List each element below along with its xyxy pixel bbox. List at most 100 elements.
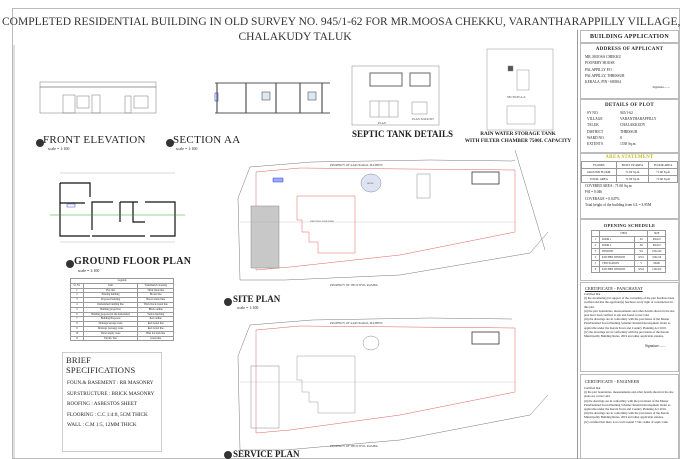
- section-aa-scale: scale = 1:100: [176, 146, 198, 151]
- plot-key: SY NO.: [587, 111, 599, 115]
- septic-tank-title: SEPTIC TANK DETAILS: [352, 129, 454, 139]
- spec-flooring: FLOORING : C.C 1:4:8, 5CM THICK: [67, 411, 148, 418]
- certificate-panchayat: CERTIFICATE - PANCHAYAT Certified that(i…: [580, 282, 679, 372]
- plot-detail-row: DISTRICT THRISSUR: [581, 129, 678, 135]
- area-cell: 71.60 Sq.m: [615, 175, 650, 183]
- certificate-text: (ii) the drawings are in conformity with…: [584, 398, 671, 412]
- rain-water-title-2: WITH FILTER CHAMBER 7500L CAPACITY: [464, 137, 572, 144]
- well-label: WELL: [367, 182, 374, 185]
- address-line: POONERY HOUSE: [585, 61, 615, 66]
- site-plan-scale: scale = 1:100: [237, 305, 259, 310]
- plot-value: CHALAKKUDY: [620, 123, 646, 128]
- plot-key: VILLAGE: [587, 117, 603, 122]
- certificate-engineer: CERTIFICATE - ENGINEER Certified that(i)…: [580, 374, 679, 459]
- certificate-text: (i) the document(s) in support of the ow…: [584, 296, 675, 309]
- plot-value: VARANTHARAPPILLY: [620, 117, 657, 122]
- certificate-text: (iv) certified that there is no well aro…: [584, 419, 669, 424]
- spec-superstructure: SUP.STRUCTURE : BRICK MASONRY: [67, 390, 155, 397]
- front-elevation-drawing: [39, 81, 157, 114]
- plot-title: DETAILS OF PLOT: [605, 103, 654, 108]
- title-line-1: COMPLETED RESIDENTIAL BUILDING IN OLD SU…: [2, 16, 680, 28]
- certificate-text: Certified that: [584, 386, 601, 390]
- drawings-canvas: PROPERTY OF AARUKARAL MATHEW PROPERTY OF…: [13, 45, 554, 459]
- fsi-value: FSI = 0.046: [585, 190, 603, 195]
- spec-roofing: ROOFING : ASBESTOS SHEET: [67, 401, 138, 407]
- plot-detail-row: SY NO. 945/1-62: [581, 110, 678, 116]
- opening-cell: KW2: [634, 266, 649, 273]
- panchayat-signature: Signature........: [645, 344, 666, 349]
- rain-water-title: RAIN WATER STORAGE TANK WITH FILTER CHAM…: [462, 131, 574, 144]
- certificate-text: (iv) the drawings are in conformity with…: [584, 329, 669, 339]
- address-signature: Signature........: [652, 85, 671, 90]
- plot-value: 8: [620, 135, 622, 140]
- certificate-text: (i) the plot boundaries, measurements an…: [584, 390, 674, 399]
- rain-water-tank-drawing: [486, 48, 554, 131]
- opening-cell: KITCHEN WINDOW: [598, 266, 636, 273]
- service-north-boundary-label: PROPERTY OF AARUKARAL MATHEW: [330, 321, 383, 325]
- ground-floor-plan-scale: scale = 1:100: [78, 268, 100, 273]
- plot-detail-row: EXTENTS 1538 Sq.m: [581, 141, 678, 147]
- area-header: BUILT UP AREA: [615, 161, 650, 169]
- septic-tank-drawing: [351, 65, 440, 126]
- certificate-text: Certified that: [584, 292, 601, 296]
- soak-pit-label: PLAN SOAK PIT: [412, 117, 434, 121]
- plot-detail-row: TALUK CHALAKKUDY: [581, 122, 678, 128]
- section-aa-title: SECTION AA: [173, 134, 241, 146]
- plot-key: DISTRICT: [587, 129, 604, 134]
- legend-cell: Building projected in the demolished: [82, 311, 139, 318]
- building-height: Total height of the building from GL = 3…: [585, 202, 652, 207]
- engineer-certificate-body: Certified that(i) the plot boundaries, m…: [581, 386, 678, 424]
- panel-heading: BUILDING APPLICATION: [589, 34, 670, 40]
- plot-key: TALUK: [587, 123, 599, 128]
- covered-area: COVERED AREA : 71.60 Sq.m: [585, 184, 632, 188]
- title-marker-icons: [36, 139, 232, 459]
- plot-value: 945/1-62: [620, 111, 633, 115]
- title-line-2: CHALAKUDY TALUK: [238, 31, 352, 43]
- area-title: AREA STATEMENT: [605, 155, 654, 160]
- spec-foundation: FOUN.& BASEMENT : RR MASONRY: [67, 380, 154, 386]
- plot-value: THRISSUR: [620, 129, 638, 134]
- engineer-certificate-title: CERTIFICATE - ENGINEER: [585, 379, 640, 384]
- certificate-text: (iii) the drawings are in conformity wit…: [584, 317, 671, 330]
- area-header: FLOORS: [581, 161, 617, 169]
- area-cell: TOTAL AREA: [581, 175, 617, 183]
- site-south-boundary-label: PROPERTY OF THOTTIYIL RAMBA: [330, 283, 379, 287]
- plot-value: 1538 Sq.m: [620, 142, 636, 147]
- plot-detail-row: WARD NO. 8: [581, 135, 678, 141]
- plot-key: EXTENTS: [587, 142, 603, 147]
- openings-title: OPENING SCHEDULE: [603, 223, 656, 228]
- site-plan-drawing: [237, 149, 549, 281]
- existing-building-label: EXISTING BUILDING: [310, 220, 334, 223]
- service-plan-drawing: [237, 317, 549, 451]
- plot-detail-row: VILLAGE VARANTHARAPPILLY: [581, 116, 678, 122]
- area-header: FLOOR AREA: [648, 161, 678, 169]
- applicant-address: ADDRESS OF APPLICANT MR. MOOSA CHEKKU PO…: [580, 43, 679, 99]
- title-block-panel: BUILDING APPLICATION ADDRESS OF APPLICAN…: [577, 30, 680, 459]
- address-title: ADDRESS OF APPLICANT: [595, 47, 664, 52]
- certificate-text: (ii) the plot boundaries, measurements a…: [584, 308, 675, 318]
- ground-floor-plan-drawing: [50, 172, 185, 243]
- legend-cell: 11: [70, 335, 84, 342]
- ground-floor-plan-title: GROUND FLOOR PLAN: [74, 256, 192, 267]
- septic-plan-label: PLAN: [378, 121, 387, 125]
- panchayat-certificate-body: Certified that(i) the document(s) in sup…: [581, 292, 678, 338]
- spec-wall: WALL : C.M 1:5, 12MM THICK: [67, 422, 137, 428]
- plot-key: WARD NO.: [587, 135, 605, 140]
- address-line: PALAPPILLY P.O: [585, 67, 612, 72]
- opening-cell: 6: [591, 266, 600, 273]
- panel-heading-box: BUILDING APPLICATION: [580, 30, 679, 43]
- certificate-text: (iii) the drawings are in conformity wit…: [584, 411, 669, 420]
- specifications-title: BRIEF SPECIFICATIONS: [66, 355, 136, 375]
- area-cell: 71.60 Sq.m: [615, 168, 650, 176]
- section-aa-drawing: [214, 82, 330, 114]
- area-cell: 71.60 Sq.m: [648, 175, 678, 183]
